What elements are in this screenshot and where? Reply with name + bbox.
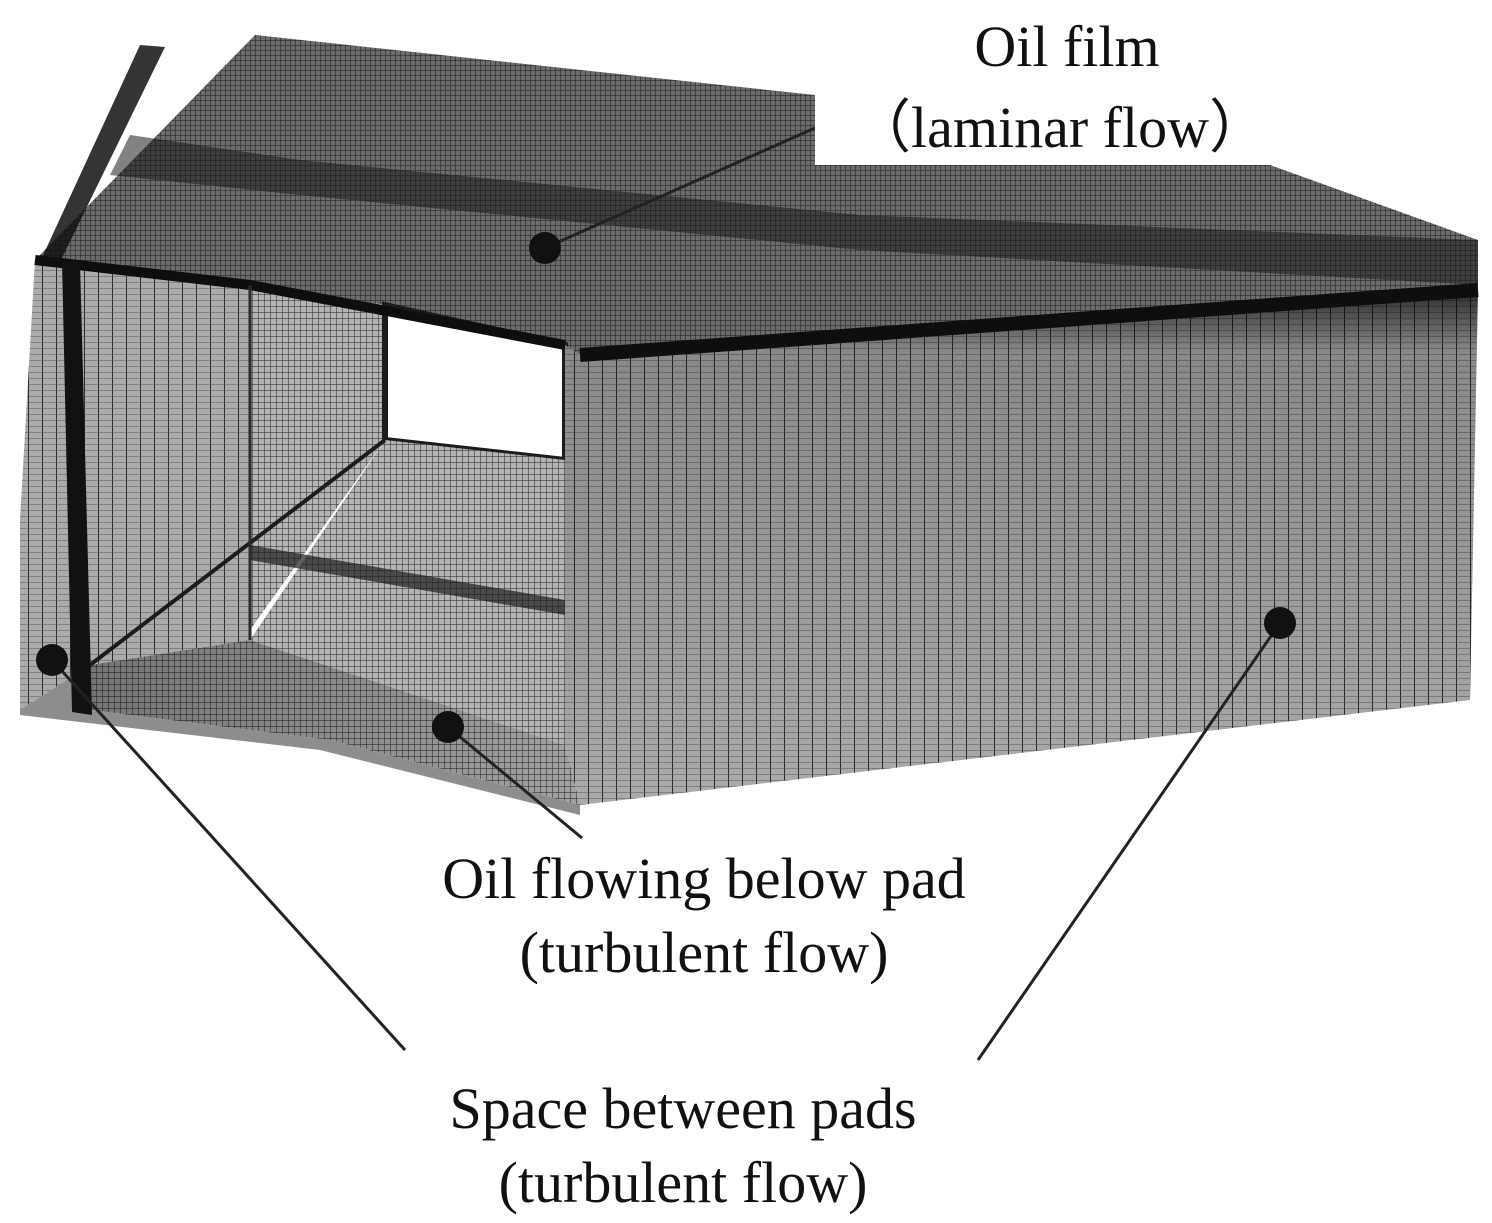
lower-base <box>20 665 580 815</box>
inner-back-wall <box>250 440 565 745</box>
space-between-pads-leader-right <box>976 622 1282 1061</box>
oil-below-pad-leader <box>447 725 583 840</box>
oil-below-pad-label-line2: (turbulent flow) <box>520 920 889 985</box>
oil-film-label-bg <box>815 0 1492 165</box>
left-wall <box>20 260 250 710</box>
oil-film-band <box>110 135 1478 285</box>
oil-below-pad-marker <box>432 711 464 743</box>
mesh-body <box>20 35 1479 815</box>
oil-film-label-line1: Oil film <box>974 14 1159 79</box>
oil-film-surface <box>35 35 1478 355</box>
space-between-pads-label-line2: (turbulent flow) <box>499 1150 868 1215</box>
inner-stripe <box>250 545 565 615</box>
oil-film-label-line2: （laminar flow） <box>853 95 1267 160</box>
oil-below-pad-label-line1: Oil flowing below pad <box>442 846 966 911</box>
space-between-pads-leader-left <box>50 658 407 1052</box>
oil-film-leader <box>544 126 816 250</box>
pad-gap-bar <box>62 260 92 715</box>
space-between-pads-marker-left <box>36 644 68 676</box>
inner-left-wall <box>250 285 385 630</box>
space-between-pads-label-line1: Space between pads <box>449 1076 916 1141</box>
space-between-pads-marker-right <box>1264 607 1296 639</box>
annotations <box>36 126 1296 1061</box>
oil-film-marker <box>529 232 561 264</box>
labels: Oil film （laminar flow） Oil flowing belo… <box>442 14 1267 1215</box>
